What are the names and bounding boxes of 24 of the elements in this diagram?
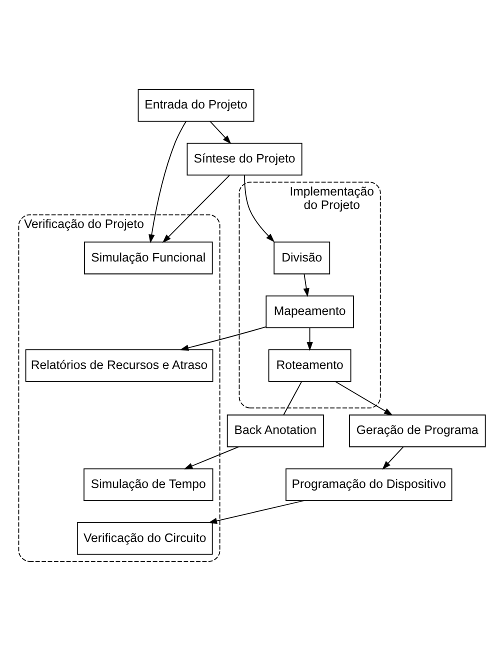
node-box: Entrada do Projeto (138, 89, 254, 122)
arrow (303, 274, 310, 298)
node-box: Relatórios de Recursos e Atraso (25, 349, 214, 382)
node-box: Síntese do Projeto (186, 142, 302, 176)
arrow (382, 446, 404, 470)
arrow (334, 381, 393, 416)
arrow (180, 326, 266, 351)
arrow (184, 446, 240, 470)
arrow (210, 120, 232, 144)
node-box: Divisão (274, 242, 330, 274)
connector (283, 381, 302, 416)
arrow (306, 327, 313, 351)
node-box: Programação do Dispositivo (286, 468, 452, 501)
node-box: Verificação do Circuito (76, 522, 213, 555)
node-box: Back Anotation (226, 414, 324, 448)
arrow (208, 500, 305, 524)
arrow (244, 174, 275, 242)
node-box: Mapeamento (266, 295, 354, 328)
arrow (162, 174, 230, 243)
node-box: Roteamento (268, 349, 352, 382)
node-box: Simulação Funcional (84, 242, 213, 274)
node-box: Geração de Programa (349, 414, 486, 448)
node-box: Simulação de Tempo (84, 468, 214, 501)
arrow (148, 120, 187, 244)
